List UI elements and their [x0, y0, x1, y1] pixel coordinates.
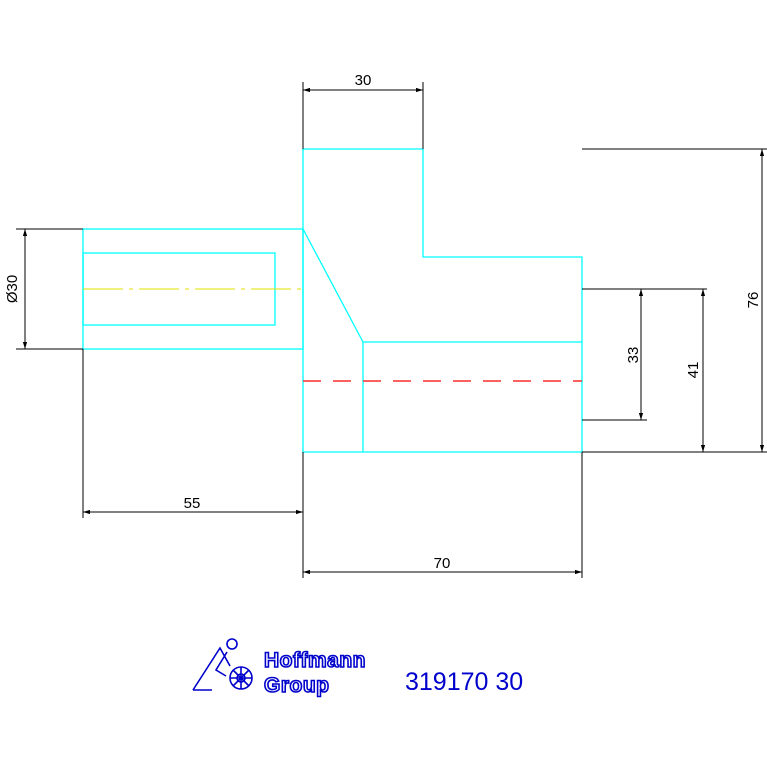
dim-label-diameter: Ø30 — [4, 275, 21, 303]
logo-line-2: Group — [264, 674, 330, 697]
dim-label-33: 33 — [625, 347, 642, 364]
hoffmann-group-logo-icon — [192, 638, 253, 691]
chamfer-line — [302, 228, 364, 343]
part-outline — [82, 148, 583, 453]
dim-label-76: 76 — [745, 292, 762, 309]
dim-label-70: 70 — [434, 555, 451, 572]
main-body — [302, 148, 583, 453]
logo-line-1: Hoffmann — [264, 649, 366, 672]
dim-label-55: 55 — [184, 495, 201, 512]
dim-label-top: 30 — [355, 72, 372, 89]
part-number: 319170 30 — [405, 668, 523, 696]
dim-label-41: 41 — [685, 362, 702, 379]
